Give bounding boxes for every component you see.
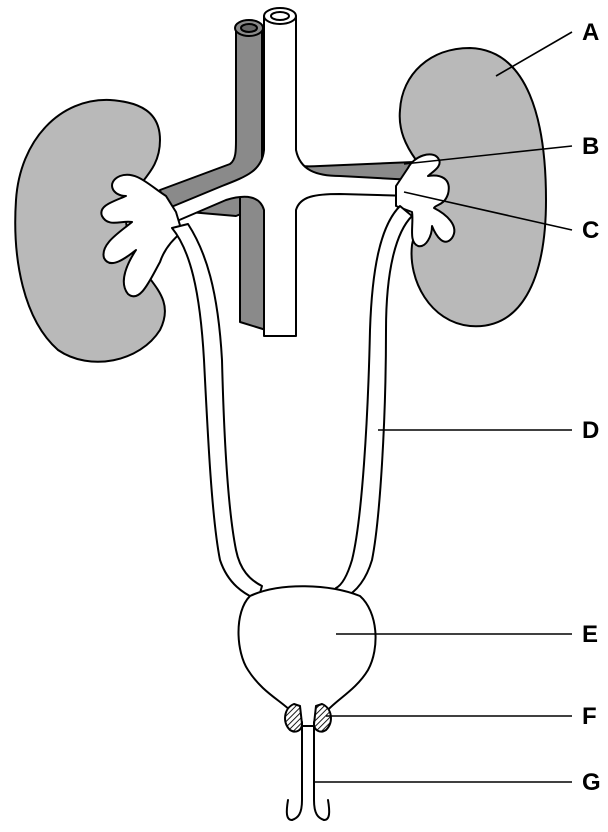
label-g: G (582, 769, 601, 796)
left-sphincter (285, 704, 302, 732)
urethra-tip-right (324, 800, 329, 820)
vena-cava-lumen (241, 24, 257, 32)
aorta-lumen (271, 12, 289, 20)
right-ureter (336, 206, 412, 598)
label-d: D (582, 417, 599, 444)
label-c: C (582, 217, 599, 244)
leader-line-a (496, 32, 572, 76)
right-sphincter (314, 704, 331, 732)
bladder (239, 586, 376, 726)
label-a: A (582, 19, 599, 46)
urethra-tip-left (287, 800, 292, 820)
label-f: F (582, 703, 597, 730)
label-e: E (582, 621, 598, 648)
label-b: B (582, 133, 599, 160)
urethra (292, 722, 324, 820)
